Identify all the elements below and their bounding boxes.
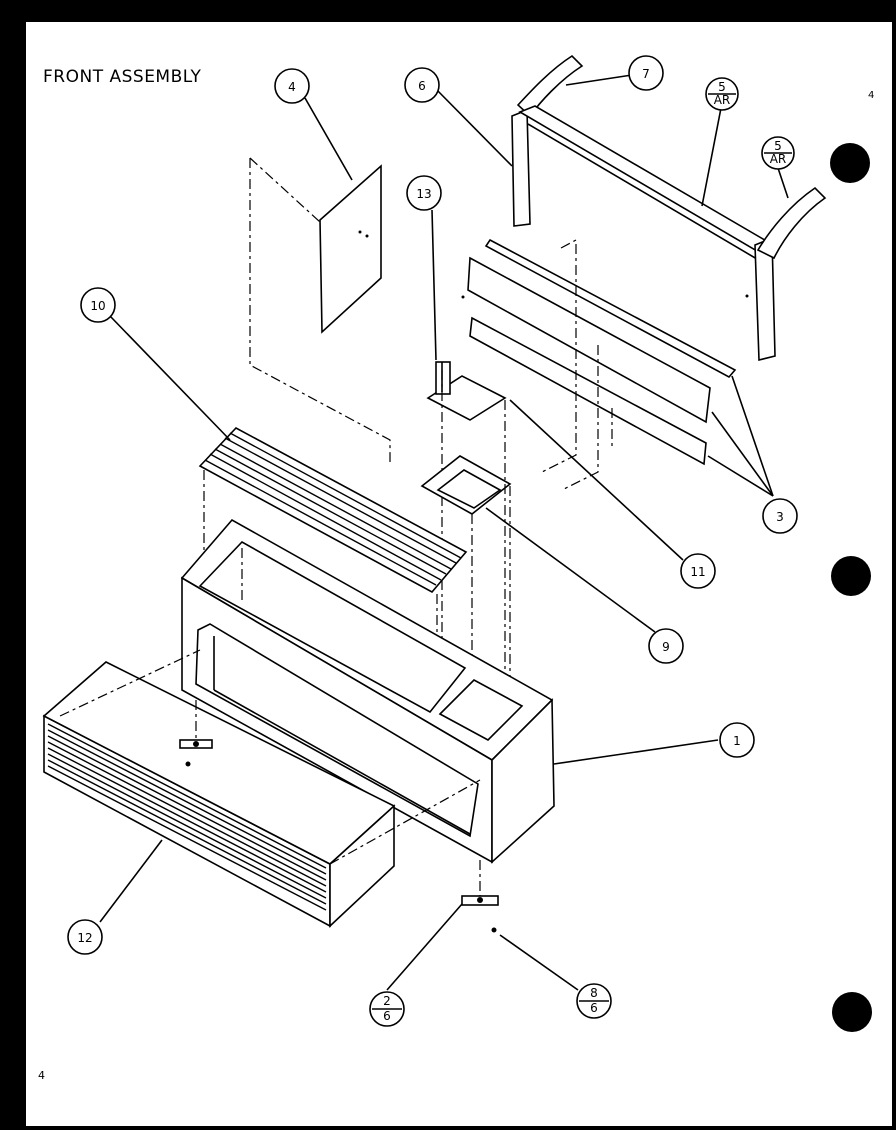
svg-text:6: 6 — [418, 79, 426, 93]
binder-hole-bottom — [832, 992, 872, 1032]
callout-2-6: 2 6 — [369, 991, 405, 1027]
part-10-top-grille — [198, 427, 468, 710]
binder-hole-middle — [831, 556, 871, 596]
part-6-top-rail-frame — [511, 54, 827, 362]
svg-text:2: 2 — [383, 994, 391, 1008]
callout-9: 9 — [648, 628, 684, 664]
callout-1: 1 — [719, 722, 755, 758]
svg-text:10: 10 — [90, 299, 105, 313]
part-12-front-grille — [42, 649, 481, 928]
svg-text:5: 5 — [718, 80, 726, 94]
callout-7: 7 — [628, 55, 664, 91]
leader-lines — [99, 74, 789, 991]
hardware-clips-screws — [179, 700, 499, 933]
page-number: 4 — [38, 1069, 45, 1082]
svg-text:AR: AR — [770, 152, 787, 166]
part-1-cabinet — [180, 518, 555, 864]
callout-5-ar-b: 5 AR — [761, 136, 795, 170]
svg-text:12: 12 — [77, 931, 92, 945]
svg-text:11: 11 — [690, 565, 705, 579]
svg-text:1: 1 — [733, 734, 741, 748]
svg-text:6: 6 — [383, 1009, 391, 1023]
callout-11: 11 — [680, 553, 716, 589]
svg-text:5: 5 — [774, 139, 782, 153]
svg-text:7: 7 — [642, 67, 650, 81]
diagram-title: FRONT ASSEMBLY — [43, 67, 201, 87]
callout-6: 6 — [404, 67, 440, 103]
svg-text:4: 4 — [288, 80, 296, 94]
corner-mark: 4 — [868, 90, 874, 101]
part-3-front-strips — [461, 238, 737, 491]
callout-13: 13 — [406, 175, 442, 211]
paper-area — [26, 22, 892, 1126]
svg-text:AR: AR — [714, 93, 731, 107]
part-4-side-panel — [249, 157, 391, 462]
svg-text:3: 3 — [776, 510, 784, 524]
svg-text:6: 6 — [590, 1001, 598, 1015]
svg-text:9: 9 — [662, 640, 670, 654]
callout-12: 12 — [67, 919, 103, 955]
svg-text:13: 13 — [416, 187, 431, 201]
binder-hole-top — [830, 143, 870, 183]
callout-10: 10 — [80, 287, 116, 323]
callout-4: 4 — [274, 68, 310, 104]
callout-8-6: 8 6 — [576, 983, 612, 1019]
callout-3: 3 — [762, 498, 798, 534]
callout-5-ar-a: 5 AR — [705, 77, 739, 111]
svg-text:8: 8 — [590, 986, 598, 1000]
